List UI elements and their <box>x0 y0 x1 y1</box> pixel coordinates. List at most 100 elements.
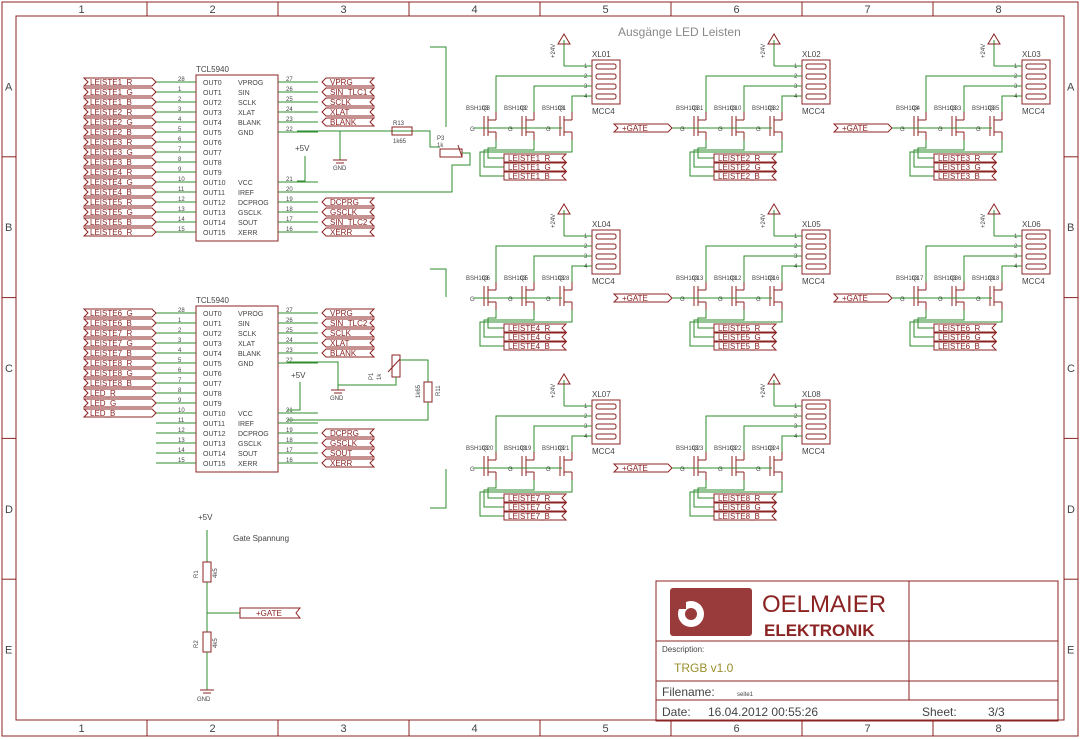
ic-pin-number: 13 <box>178 207 185 213</box>
mosfet-ref: Q16 <box>768 276 780 282</box>
ic-body <box>195 74 279 242</box>
output-net-label: VPRG <box>330 78 353 87</box>
ic-pin-name: OUT15 <box>203 461 226 468</box>
mosfet-label: BSH103 <box>752 446 775 452</box>
leiste-net-flag <box>503 511 568 521</box>
ic-pin-number: 3 <box>178 338 182 344</box>
supply-24v-label: +24V <box>761 384 767 398</box>
ic-pin-number: 11 <box>178 187 185 193</box>
frame-col-label: 1 <box>79 723 85 735</box>
ic-pin-number: 12 <box>178 197 185 203</box>
source-wire <box>693 140 745 168</box>
leiste-net-label: LEISTE2_G <box>718 163 761 172</box>
mosfet-label: BSH103 <box>972 276 995 282</box>
mosfet-label: BSH103 <box>542 446 565 452</box>
connector-pin-number: 1 <box>584 404 588 410</box>
ic-pin-number: 3 <box>178 107 182 113</box>
mosfet-label: BSH103 <box>752 276 775 282</box>
input-net-label: LEISTE2_B <box>90 128 132 137</box>
source-wire <box>689 480 783 517</box>
leiste-net-label: LEISTE3_B <box>938 172 980 181</box>
gate-pin-g: G <box>470 127 475 133</box>
mosfet-ref: Q18 <box>988 276 1000 282</box>
ic-pin-number: 9 <box>178 167 182 173</box>
connector-pin <box>805 83 827 90</box>
output-net-label: DCPRG <box>330 429 359 438</box>
driver-block-6: 1234XL06MCC4+24VBSH103Q17GBSH103Q36GBSH1… <box>832 203 1051 351</box>
connector-pin-number: 2 <box>584 414 588 420</box>
connector-pin <box>1025 243 1047 250</box>
ic-pin-name: GSCLK <box>238 441 262 448</box>
ic-pin-name: OUT11 <box>203 190 225 197</box>
gate-pin-g: G <box>546 127 551 133</box>
date-label: Date: <box>662 705 691 719</box>
supply-arrow <box>987 33 1001 45</box>
ic-pin-number: 6 <box>178 368 182 374</box>
leiste-net-label: LEISTE7_B <box>508 512 550 521</box>
output-net-flag <box>321 458 376 468</box>
connector-ref: XL08 <box>802 390 821 399</box>
supply-arrow <box>767 33 781 45</box>
leiste-net-label: LEISTE8_B <box>718 512 760 521</box>
output-net-flag <box>321 338 376 348</box>
gate-pin-g: G <box>508 467 513 473</box>
ic-pin-number: 26 <box>286 87 293 93</box>
connector-pin-number: 3 <box>794 424 798 430</box>
supply-24v-label: +24V <box>551 384 557 398</box>
input-net-flag <box>82 318 157 328</box>
connector-pin <box>805 243 827 250</box>
ic-pin-name: OUT7 <box>203 381 222 388</box>
supply-24v-label: +24V <box>981 214 987 228</box>
input-net-label: LEISTE7_R <box>90 329 132 338</box>
connector-pin <box>1025 73 1047 80</box>
source-wire <box>909 310 1003 347</box>
ic-pin-name: IREF <box>238 190 254 197</box>
connector-pin <box>595 403 617 410</box>
connector-pin <box>595 73 617 80</box>
input-net-flag <box>82 207 157 217</box>
input-net-flag <box>82 197 157 207</box>
output-net-label: SIN_TLC2 <box>330 218 368 227</box>
connector-type: MCC4 <box>592 447 615 456</box>
connector-pin <box>805 93 827 100</box>
connector-pin <box>1025 263 1047 270</box>
source-wire <box>693 480 745 508</box>
ic-pin-name: OUT4 <box>203 351 222 358</box>
connector-body <box>801 59 831 105</box>
input-net-label: LEISTE3_G <box>90 148 133 157</box>
ic-pin-name: SIN <box>238 321 250 328</box>
connector-pin-number: 2 <box>584 74 588 80</box>
ic-pin-name: OUT14 <box>203 220 226 227</box>
ic-pin-name: VPROG <box>238 80 263 87</box>
ic-pin-number: 14 <box>178 448 185 454</box>
frame-row-label: A <box>5 81 13 93</box>
mosfet-ref: Q4 <box>912 106 921 112</box>
input-net-label: LEISTE3_R <box>90 138 132 147</box>
frame-col-label: 3 <box>341 723 347 735</box>
drain-wire <box>533 85 592 112</box>
leiste-net-label: LEISTE1_B <box>508 172 550 181</box>
supply-24v-label: +24V <box>551 44 557 58</box>
frame-col-label: 4 <box>472 4 478 16</box>
drain-wire <box>571 95 592 112</box>
input-net-flag <box>82 368 157 378</box>
ic-pin-name: OUT10 <box>203 411 226 418</box>
ic-pin-number: 23 <box>286 117 293 123</box>
driver-block-4: 1234XL04MCC4+24VBSH103Q6GBSH103Q5GBSH103… <box>466 203 621 351</box>
ic-pin-name: SOUT <box>238 220 258 227</box>
connector-body <box>591 399 621 445</box>
output-net-flag <box>321 318 376 328</box>
gate-pin-g: G <box>470 297 475 303</box>
frame-col-label: 8 <box>996 723 1002 735</box>
input-net-label: LED_B <box>90 409 115 418</box>
output-net-flag <box>321 207 376 217</box>
input-net-label: LEISTE8_G <box>90 369 133 378</box>
ic-pin-name: OUT11 <box>203 421 225 428</box>
frame-row-label: A <box>1067 81 1075 93</box>
leiste-net-flag <box>713 511 778 521</box>
mosfet-ref: Q28 <box>558 276 570 282</box>
gate-net-label: +GATE <box>622 294 648 303</box>
connector-body <box>801 229 831 275</box>
ic-pin-number: 2 <box>178 97 182 103</box>
